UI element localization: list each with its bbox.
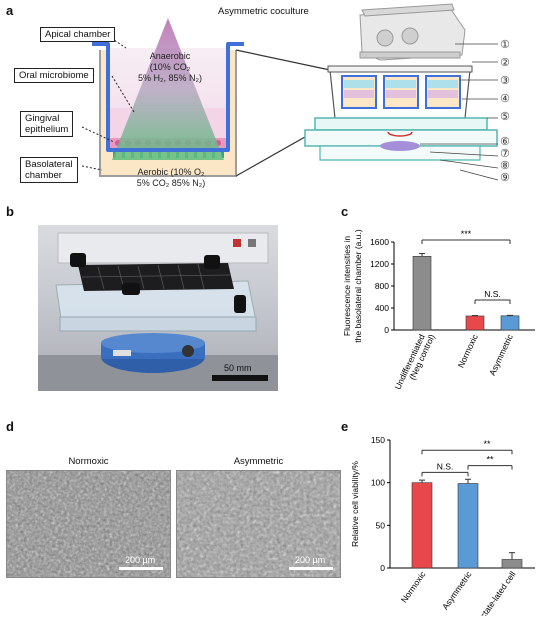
e-ns-label: N.S. — [437, 461, 454, 471]
e-sig2-label: ** — [486, 455, 494, 465]
callout-2: ② — [500, 57, 510, 69]
c-ns-label: N.S. — [484, 289, 501, 299]
micro-image-normoxic: 200 μm — [6, 470, 171, 578]
c-ytick-label-1: 400 — [375, 303, 389, 313]
callout-list-lower: ⑥ ⑦ ⑧ ⑨ — [500, 136, 510, 184]
micro-texture-asymmetric — [177, 471, 340, 577]
device-photo-drawing — [38, 232, 278, 391]
micro-title-asymmetric: Asymmetric — [233, 456, 284, 467]
apical-chamber-label: Apical chamber — [40, 27, 116, 42]
callout-7: ⑦ — [500, 148, 510, 160]
basolateral-chamber-label: Basolateral chamber — [20, 157, 78, 183]
scale-label-normoxic: 200 μm — [125, 555, 156, 565]
c-bar-2 — [500, 315, 520, 331]
e-bar-2 — [501, 559, 523, 569]
panel-b-letter: b — [6, 204, 14, 219]
well-wall — [99, 50, 237, 177]
gingival-label-line2: epithelium — [25, 124, 69, 135]
e-ytick-label-0: 0 — [380, 563, 385, 573]
oral-microbiome-label: Oral microbiome — [14, 68, 94, 83]
coculture-apparatus — [304, 65, 498, 161]
c-cat-1: Normoxic — [456, 332, 481, 369]
anaerobic-line3: 5% H₂, 85% N₂) — [137, 73, 202, 83]
micro-texture-normoxic — [7, 471, 170, 577]
gas-gradient-cone — [112, 18, 224, 160]
callout-8: ⑧ — [500, 160, 510, 172]
c-ytick-label-3: 1200 — [370, 259, 389, 269]
c-cat-2: Asymmetric — [487, 332, 515, 377]
e-bar-1 — [457, 483, 479, 569]
gingival-epithelium-label: Gingival epithelium — [20, 111, 74, 137]
anaerobic-text: Anaerobic (10% CO₂ 5% H₂, 85% N₂) — [132, 51, 208, 84]
c-sig-top-label: *** — [461, 229, 472, 239]
panel-e-letter: e — [341, 419, 349, 434]
e-cat-2: Lactate‑lated cell — [473, 569, 518, 616]
e-bar-0 — [411, 482, 433, 569]
e-cat-0: Normoxic — [399, 569, 428, 605]
e-ytick-label-3: 150 — [371, 435, 385, 445]
c-ytick-label-0: 0 — [384, 325, 389, 335]
c-bar-0 — [412, 255, 432, 331]
panel-d-letter: d — [6, 419, 14, 434]
glovebox-icon — [359, 3, 466, 61]
basolateral-label-line2: chamber — [25, 170, 62, 181]
c-ytick-label-2: 800 — [375, 281, 389, 291]
scale-label-asymmetric: 200 μm — [295, 555, 326, 565]
callout-4: ④ — [500, 93, 510, 105]
micro-title-normoxic: Normoxic — [68, 456, 109, 467]
panel-b-photo: 50 mm — [38, 225, 278, 391]
c-ytick-label-4: 1600 — [370, 237, 389, 247]
callout-list: ① ② ③ ④ ⑤ — [500, 36, 510, 126]
e-ytick-label-2: 100 — [371, 478, 385, 488]
panel-c-letter: c — [341, 204, 349, 219]
aerobic-text: Aerobic (10% O₂ 5% CO₂ 85% N₂) — [118, 167, 224, 189]
callout-1: ① — [500, 39, 510, 51]
gingival-label-line1: Gingival — [25, 113, 60, 124]
callout-3: ③ — [500, 75, 510, 87]
micro-image-asymmetric: 200 μm — [176, 470, 341, 578]
panel-c-chart: 0 400 800 1200 1600 Fluorescence intensities … — [342, 229, 535, 391]
c-ylabel-1: Fluorescence intensities in — [342, 236, 352, 336]
e-cat-1: Asymmetric — [440, 569, 474, 612]
callout-6: ⑥ — [500, 136, 510, 148]
c-ylabel-2: the basolateral chamber (a.u.) — [353, 229, 363, 343]
anaerobic-line1: Anaerobic — [149, 51, 191, 61]
panel-a-diagram — [81, 3, 499, 181]
e-sig1-label: ** — [483, 439, 491, 449]
anaerobic-line2: (10% CO₂ — [149, 62, 191, 72]
c-bar-1 — [465, 315, 485, 331]
e-ytick-label-1: 50 — [376, 520, 386, 530]
insert-wall — [92, 42, 244, 152]
basolateral-label-line1: Basolateral — [25, 159, 73, 170]
panel-a-letter: a — [6, 3, 14, 18]
callout-9: ⑨ — [500, 172, 510, 184]
panel-b-scale-label: 50 mm — [224, 363, 252, 373]
aerobic-line1: Aerobic (10% O₂ — [137, 167, 205, 177]
callout-5: ⑤ — [500, 111, 510, 123]
panel-a-title: Asymmetric coculture — [218, 6, 309, 17]
e-ylabel: Relative cell viability/% — [350, 461, 360, 547]
aerobic-line2: 5% CO₂ 85% N₂) — [136, 178, 206, 188]
